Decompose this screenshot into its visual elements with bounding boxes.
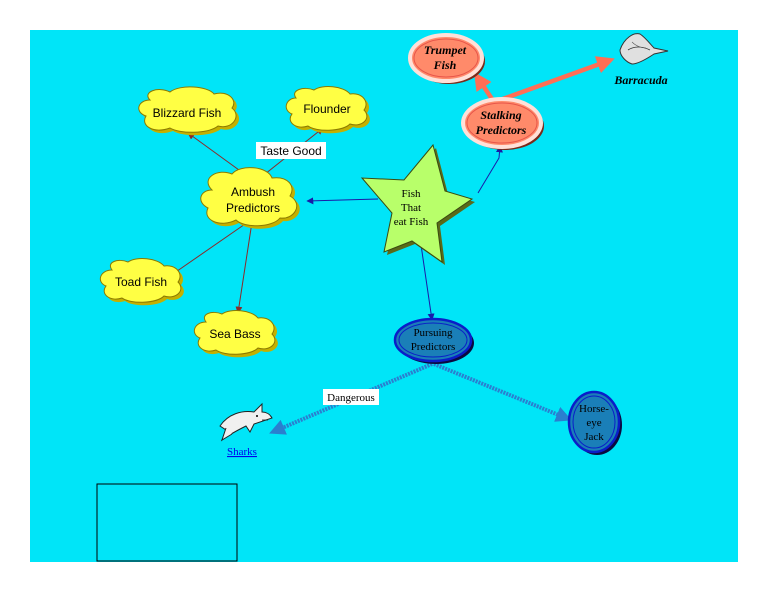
svg-text:Trumpet: Trumpet: [424, 43, 467, 57]
svg-text:Flounder: Flounder: [303, 102, 350, 116]
node-flounder[interactable]: Flounder: [285, 86, 370, 134]
svg-text:Horse-: Horse-: [579, 403, 609, 415]
svg-text:Sharks: Sharks: [227, 446, 257, 458]
node-fish-that-eat-fish[interactable]: Fish That eat Fish: [360, 143, 475, 265]
svg-text:Predictors: Predictors: [411, 341, 456, 353]
node-horse-eye-jack[interactable]: Horse- eye Jack: [567, 390, 622, 455]
empty-box: [96, 483, 238, 562]
svg-text:Pursuing: Pursuing: [413, 327, 453, 339]
link-stalking-trumpet: [474, 72, 494, 101]
sharks-link[interactable]: Sharks: [227, 446, 257, 458]
svg-text:That: That: [401, 202, 421, 214]
svg-text:Sea Bass: Sea Bass: [209, 327, 260, 341]
svg-text:Jack: Jack: [584, 431, 604, 443]
node-pursuing-predictors[interactable]: Pursuing Predictors: [393, 317, 474, 364]
svg-text:Fish: Fish: [402, 188, 421, 200]
link-label-dangerous: Dangerous: [323, 389, 379, 405]
link-stalking-barracuda: [499, 56, 615, 103]
node-trumpet-fish[interactable]: Trumpet Fish: [408, 33, 485, 84]
node-blizzard-fish[interactable]: Blizzard Fish: [138, 86, 240, 136]
svg-text:Toad Fish: Toad Fish: [115, 275, 167, 289]
svg-text:Predictors: Predictors: [476, 123, 527, 137]
svg-text:eat Fish: eat Fish: [394, 216, 429, 228]
svg-text:Blizzard Fish: Blizzard Fish: [153, 106, 222, 120]
svg-text:Barracuda: Barracuda: [613, 73, 667, 87]
svg-text:Ambush: Ambush: [231, 185, 275, 199]
node-barracuda[interactable]: Barracuda: [613, 33, 669, 87]
svg-text:Dangerous: Dangerous: [327, 392, 375, 404]
svg-text:eye: eye: [586, 417, 601, 429]
svg-text:Taste Good: Taste Good: [260, 144, 321, 158]
link-pursuing-horseeye: [433, 362, 572, 422]
svg-text:Stalking: Stalking: [480, 108, 521, 122]
node-ambush-predictors[interactable]: Ambush Predictors: [200, 167, 300, 229]
link-label-taste-good: Taste Good: [256, 142, 326, 159]
svg-text:Predictors: Predictors: [226, 201, 280, 215]
link-ambush-seabass: [235, 221, 253, 314]
node-sea-bass[interactable]: Sea Bass: [193, 310, 278, 358]
node-stalking-predictors[interactable]: Stalking Predictors: [461, 97, 544, 150]
link-center-ambush: [306, 197, 379, 205]
link-center-stalking: [477, 145, 503, 194]
node-sharks[interactable]: Sharks: [219, 402, 273, 458]
link-ambush-toad: [169, 221, 249, 277]
node-toad-fish[interactable]: Toad Fish: [99, 258, 184, 306]
shark-icon: [219, 402, 273, 442]
stingray-icon: [619, 33, 669, 65]
link-center-pursuing: [419, 237, 435, 321]
svg-text:Fish: Fish: [433, 58, 457, 72]
